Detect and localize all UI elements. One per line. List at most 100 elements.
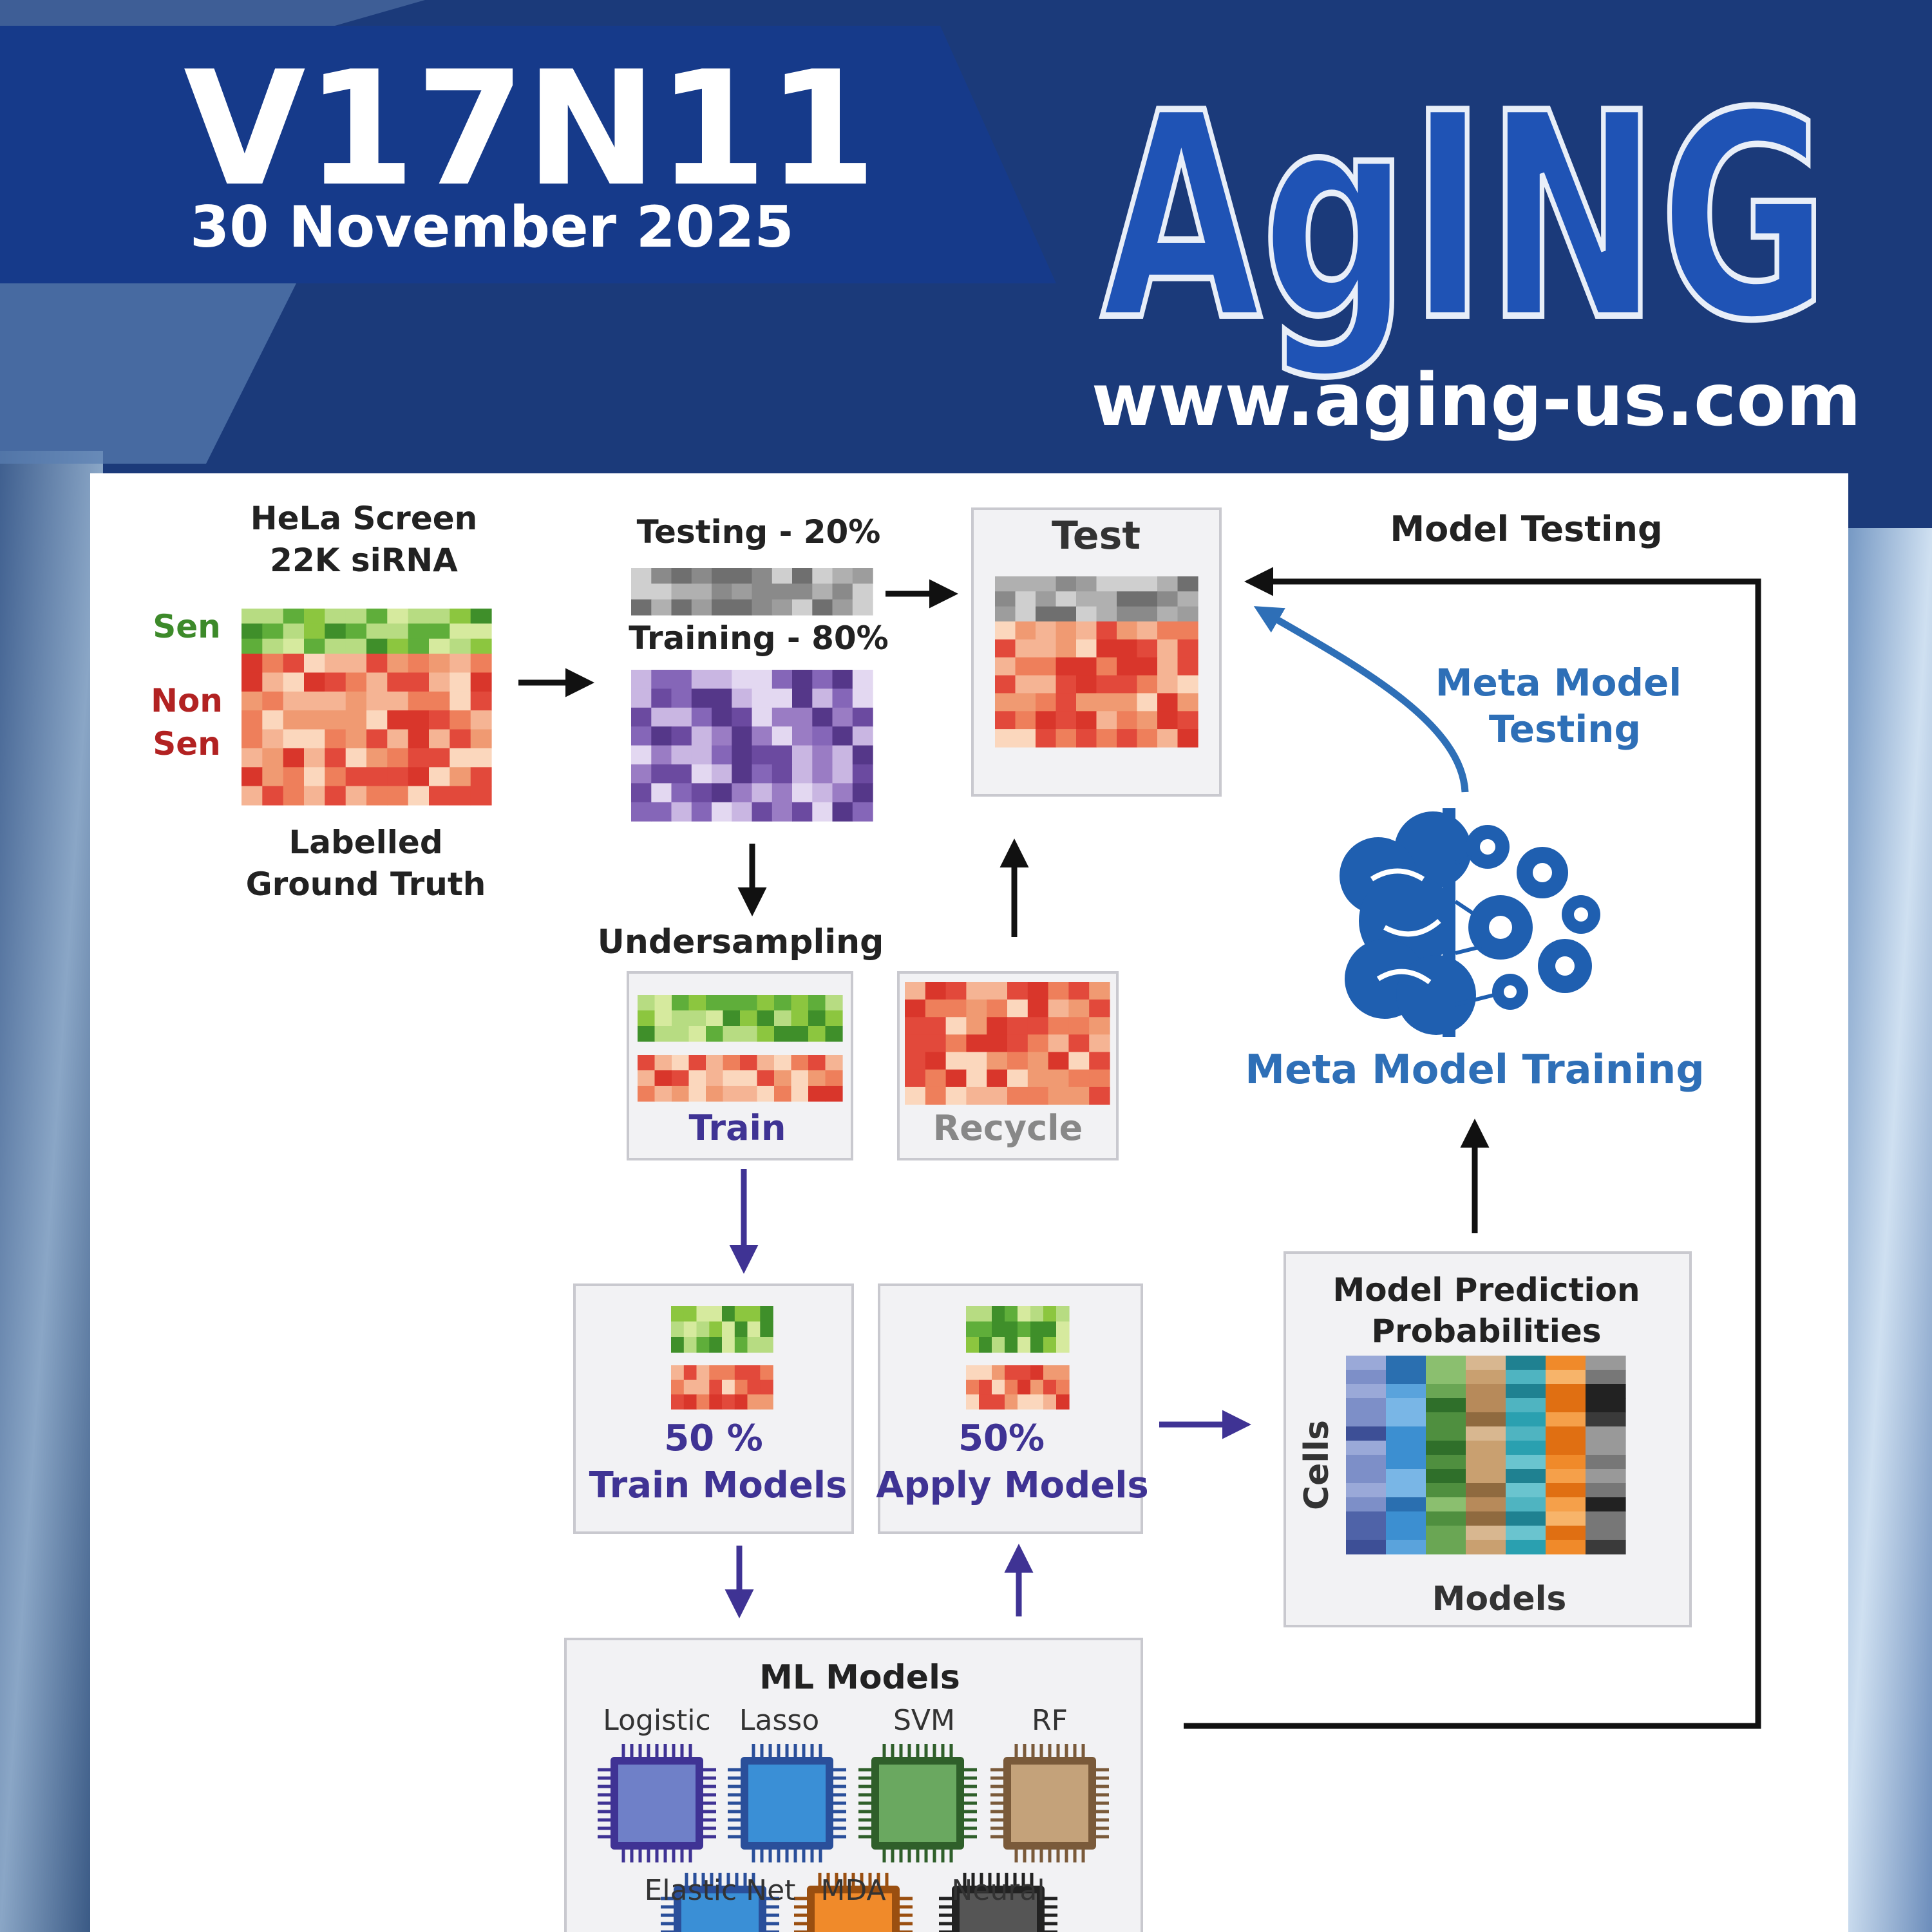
heatmap-cell [925,982,947,1000]
heatmap-cell [925,1069,947,1088]
heatmap-cell [262,654,284,673]
label-non: Non [151,682,223,719]
heatmap-cell [1466,1483,1506,1498]
chip-core [960,1893,1037,1932]
heatmap-cell [1546,1540,1586,1555]
heatmap-cell [654,1010,672,1027]
heatmap-cell [732,764,753,784]
heatmap-cell [979,1306,992,1322]
heatmap-cell [808,1055,826,1071]
heatmap-cell [832,568,853,584]
heatmap-cell [1005,1321,1018,1338]
heatmap-cell [304,672,325,692]
heatmap-cell [760,1379,773,1395]
heatmap-cell [408,672,430,692]
heatmap-cell [1137,711,1158,730]
cells-label: Cells [1298,1420,1336,1510]
heatmap-cell [966,999,987,1018]
heatmap-cell [734,1365,748,1381]
heatmap-cell [1386,1356,1426,1370]
heatmap-cell [345,748,367,768]
heatmap-cell [470,638,492,654]
journal-logo: AgING [1101,53,1829,383]
heatmap-cell [995,591,1016,607]
heatmap-cell [992,1379,1005,1395]
heatmap-cell [325,691,346,711]
heatmap-cell [1466,1441,1506,1455]
heatmap-cell [752,688,773,708]
heatmap-cell [760,1337,773,1353]
heatmap-cell [1068,999,1090,1018]
heatmap-cell [691,745,712,765]
heatmap-cell [1546,1455,1586,1470]
heatmap-cell [325,710,346,730]
heatmap-cell [470,748,492,768]
heatmap-cell [638,1086,656,1102]
heatmap-cell [325,609,346,624]
heatmap-cell [1056,639,1077,658]
heatmap-cell [791,1055,809,1071]
train-label: Train [689,1108,786,1148]
train-sen-heatmap [638,995,843,1042]
heatmap-cell [772,688,793,708]
heatmap-cell [1506,1511,1546,1526]
heatmap-cell [752,783,773,803]
heatmap-cell [1096,657,1117,676]
heatmap-cell [651,568,672,584]
heatmap-cell [1018,1365,1031,1381]
heatmap-cell [672,995,690,1011]
heatmap-cell [1076,675,1097,694]
heatmap-cell [1346,1497,1387,1512]
heatmap-cell [1426,1469,1466,1484]
heatmap-cell [345,609,367,624]
heatmap-cell [734,1379,748,1395]
heatmap-cell [651,707,672,727]
heatmap-cell [757,1070,775,1086]
heatmap-cell [1177,639,1198,658]
heatmap-cell [1027,999,1049,1018]
heatmap-cell [752,599,773,616]
heatmap-cell [852,670,873,689]
heatmap-cell [450,767,471,787]
journal-website[interactable]: www.aging-us.com [1092,359,1861,442]
chip-core [879,1765,956,1842]
heatmap-cell [905,999,926,1018]
heatmap-cell [772,599,793,616]
heatmap-cell [712,726,732,746]
chip-core [681,1893,759,1932]
heatmap-cell [450,710,471,730]
heatmap-cell [1015,576,1036,592]
heatmap-cell [825,995,843,1011]
heatmap-cell [651,764,672,784]
ground-truth-2: Ground Truth [246,866,486,903]
heatmap-cell [366,609,388,624]
heatmap-cell [1036,639,1057,658]
heatmap-cell [688,995,706,1011]
heatmap-cell [683,1365,697,1381]
heatmap-cell [757,1086,775,1102]
heatmap-cell [672,1070,690,1086]
heatmap-cell [1007,1086,1028,1105]
heatmap-cell [1586,1540,1626,1555]
heatmap-cell [366,623,388,639]
testing-label: Testing - 20% [637,513,881,551]
heatmap-cell [1586,1497,1626,1512]
heatmap-cell [1506,1370,1546,1385]
heatmap-cell [1036,693,1057,712]
heatmap-cell [732,583,753,600]
heatmap-cell [696,1379,710,1395]
heatmap-cell [1546,1526,1586,1540]
heatmap-cell [1346,1356,1387,1370]
heatmap-cell [654,1070,672,1086]
heatmap-cell [966,1337,980,1353]
heatmap-cell [1076,639,1097,658]
heatmap-cell [450,623,471,639]
heatmap-cell [732,707,753,727]
heatmap-cell [1546,1469,1586,1484]
heatmap-cell [722,1337,735,1353]
heatmap-cell [1007,982,1028,1000]
heatmap-cell [774,1026,792,1042]
heatmap-cell [772,707,793,727]
heatmap-cell [1096,711,1117,730]
heatmap-cell [408,729,430,749]
